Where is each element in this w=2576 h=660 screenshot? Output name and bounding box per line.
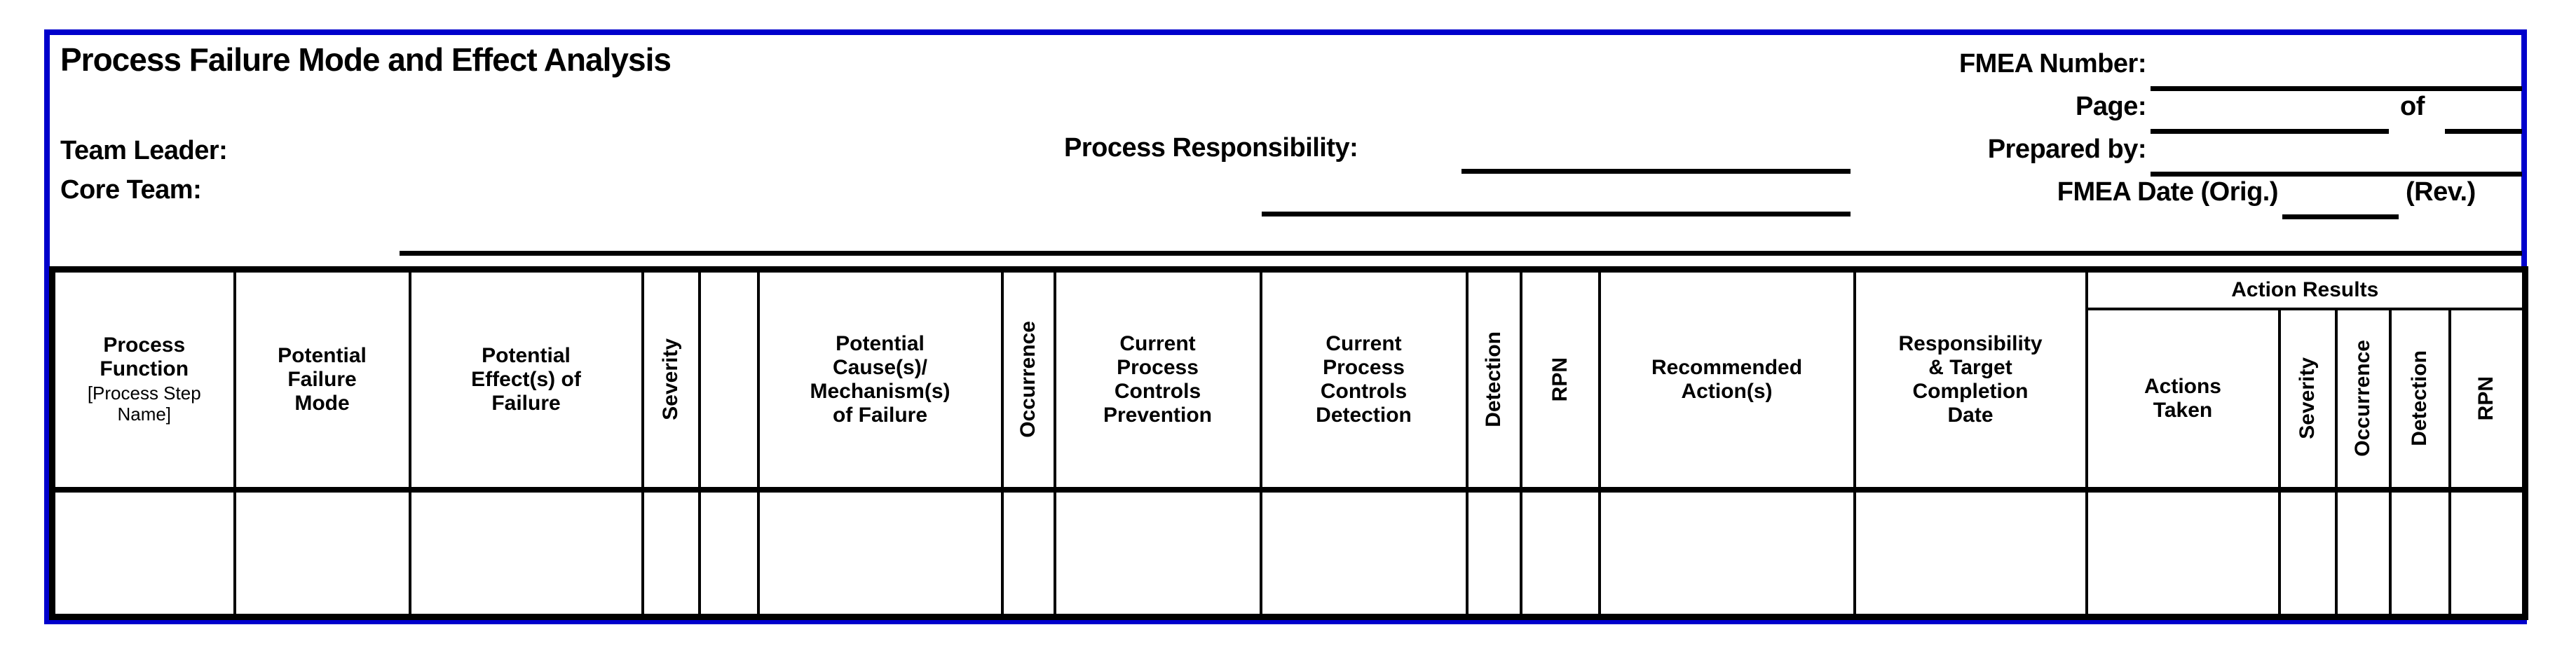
form-title: Process Failure Mode and Effect Analysis: [60, 41, 672, 78]
header-process-function-label: Process Function: [100, 334, 189, 381]
cell-classification[interactable]: [697, 486, 760, 619]
header-detection: Detection: [1465, 268, 1522, 491]
cell-severity[interactable]: [641, 486, 701, 619]
fmea-table: Process Function [Process Step Name] Pot…: [49, 266, 2528, 620]
cell-process-function[interactable]: [50, 486, 236, 619]
cell-severity-after[interactable]: [2277, 486, 2338, 619]
process-responsibility-line-2[interactable]: [1262, 212, 1851, 216]
header-action-results-group: Action Results: [2085, 268, 2527, 310]
cell-controls-prevention[interactable]: [1053, 486, 1262, 619]
cell-occurrence-after[interactable]: [2334, 486, 2392, 619]
header-recommended-actions: Recommended Action(s): [1597, 268, 1856, 491]
header-process-step-name-label: [Process Step Name]: [87, 383, 201, 425]
cell-recommended-actions[interactable]: [1597, 486, 1856, 619]
header-controls-detection: Current Process Controls Detection: [1259, 268, 1468, 491]
cell-detection[interactable]: [1465, 486, 1522, 619]
fmea-date-rev-label: (Rev.): [2406, 177, 2476, 207]
header-rpn: RPN: [1519, 268, 1601, 491]
team-leader-label: Team Leader:: [60, 136, 228, 165]
cell-occurrence[interactable]: [1000, 486, 1056, 619]
cell-potential-effects[interactable]: [408, 486, 644, 619]
cell-rpn[interactable]: [1519, 486, 1601, 619]
core-team-label: Core Team:: [60, 175, 202, 205]
fmea-date-orig-label: FMEA Date (Orig.): [2057, 177, 2279, 207]
header-classification-blank: [697, 268, 760, 491]
cell-responsibility[interactable]: [1853, 486, 2088, 619]
fmea-date-orig-line[interactable]: [2282, 214, 2399, 219]
page-total-line[interactable]: [2445, 129, 2522, 134]
page-number-line[interactable]: [2151, 129, 2389, 134]
cell-actions-taken[interactable]: [2085, 486, 2281, 619]
page-label: Page:: [2076, 92, 2146, 121]
header-severity-after: Severity: [2277, 307, 2338, 491]
cell-detection-after[interactable]: [2388, 486, 2451, 619]
header-severity: Severity: [641, 268, 701, 491]
header-potential-failure-mode: Potential Failure Mode: [233, 268, 411, 491]
header-responsibility: Responsibility & Target Completion Date: [1853, 268, 2088, 491]
cell-rpn-after[interactable]: [2448, 486, 2527, 619]
core-team-line[interactable]: [400, 251, 2522, 256]
process-responsibility-line-1[interactable]: [1461, 169, 1851, 174]
cell-potential-failure-mode[interactable]: [233, 486, 411, 619]
header-process-function: Process Function [Process Step Name]: [50, 268, 236, 491]
header-occurrence: Occurrence: [1000, 268, 1056, 491]
table-data-row: [50, 486, 2527, 619]
cell-controls-detection[interactable]: [1259, 486, 1468, 619]
header-detection-after: Detection: [2388, 307, 2451, 491]
header-actions-taken: Actions Taken: [2085, 307, 2281, 491]
fmea-number-label: FMEA Number:: [1958, 49, 2147, 78]
fmea-number-line[interactable]: [2151, 86, 2522, 91]
header-potential-causes: Potential Cause(s)/ Mechanism(s) of Fail…: [756, 268, 1004, 491]
header-potential-effects: Potential Effect(s) of Failure: [408, 268, 644, 491]
prepared-by-line[interactable]: [2151, 172, 2522, 177]
header-occurrence-after: Occurrence: [2334, 307, 2392, 491]
prepared-by-label: Prepared by:: [1987, 135, 2147, 164]
header-controls-prevention: Current Process Controls Prevention: [1053, 268, 1262, 491]
page-of-label: of: [2400, 92, 2425, 121]
process-responsibility-label: Process Responsibility:: [1064, 133, 1358, 163]
cell-potential-causes[interactable]: [756, 486, 1004, 619]
header-rpn-after: RPN: [2448, 307, 2527, 491]
